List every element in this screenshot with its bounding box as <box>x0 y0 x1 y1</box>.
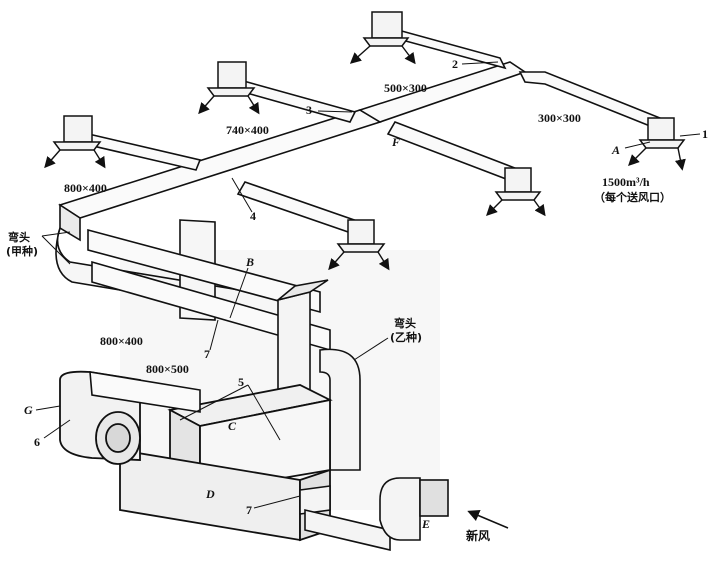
label-elbow-b-2: (乙种) <box>390 331 423 344</box>
label-airflow-note: （每个送风口） <box>594 191 671 204</box>
label-letter-f: F <box>392 135 401 149</box>
label-elbow-a-2: (甲种) <box>6 245 39 258</box>
fresh-air-intake <box>299 477 449 552</box>
label-letter-d: D <box>206 487 215 501</box>
label-number-6: 6 <box>34 435 40 449</box>
label-letter-b: B <box>246 255 255 269</box>
label-number-2: 2 <box>452 57 458 71</box>
branch-duct-mid <box>234 79 357 123</box>
label-number-4: 4 <box>250 209 256 223</box>
label-airflow-rate: 1500m³/h <box>602 175 650 189</box>
label-letter-c: C <box>228 419 237 433</box>
fresh-air-arrow <box>467 509 509 529</box>
label-main-trunk: 800×400 <box>64 181 107 195</box>
label-letter-e: E <box>422 517 431 531</box>
label-number-1: 1 <box>702 127 708 141</box>
label-unit-duct: 800×500 <box>146 362 189 376</box>
fan-outlet-duct <box>89 371 201 413</box>
label-trunk-mid: 740×400 <box>226 123 269 137</box>
label-elbow-b-1: 弯头 <box>394 317 416 330</box>
label-number-7b: 7 <box>246 503 252 517</box>
return-duct <box>87 228 331 352</box>
label-number-7a: 7 <box>204 347 210 361</box>
label-fresh-air: 新风 <box>466 529 491 543</box>
branch-duct-f <box>386 121 522 184</box>
outlet-arrows <box>44 45 686 271</box>
branch-duct-4 <box>236 181 362 235</box>
label-letter-a: A <box>612 143 621 157</box>
label-number-3: 3 <box>306 103 312 117</box>
leader-lines <box>35 61 701 509</box>
supply-outlets <box>52 11 686 253</box>
label-down-duct: 800×400 <box>100 334 143 348</box>
label-branch-end: 300×300 <box>538 111 581 125</box>
label-letter-g: G <box>24 403 33 417</box>
label-trunk-upper: 500×300 <box>384 81 427 95</box>
label-number-5: 5 <box>238 375 244 389</box>
label-elbow-a-1: 弯头 <box>8 231 30 244</box>
